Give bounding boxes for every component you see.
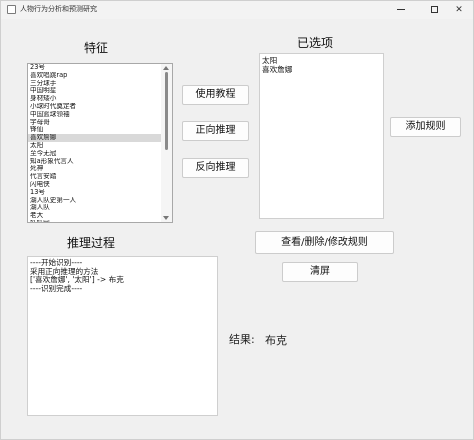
- result-label: 结果:: [229, 333, 255, 346]
- feature-list-item[interactable]: 中国明星: [30, 87, 57, 95]
- scroll-thumb[interactable]: [165, 72, 168, 150]
- feature-list-item[interactable]: 湖人队: [30, 204, 50, 212]
- feature-list-item[interactable]: 13号: [30, 188, 45, 196]
- minimize-icon: [397, 9, 405, 10]
- scroll-up-arrow-icon[interactable]: [163, 66, 169, 70]
- close-button[interactable]: ✕: [443, 1, 474, 19]
- clear-screen-button[interactable]: 清屏: [282, 262, 358, 282]
- feature-list-item[interactable]: 宇母哥: [30, 118, 50, 126]
- feature-list-item[interactable]: 喜欢詹娜: [28, 134, 162, 142]
- feature-list-item[interactable]: 喜欢唱跳rap: [30, 71, 68, 79]
- feature-list-item[interactable]: 身材矮小: [30, 95, 57, 103]
- maximize-button[interactable]: [418, 1, 450, 19]
- minimize-button[interactable]: [385, 1, 417, 19]
- feature-list-item[interactable]: 三分球手: [30, 79, 57, 87]
- process-line: ----识别完成----: [30, 283, 83, 293]
- feature-list-item[interactable]: 锋仙: [30, 126, 44, 134]
- feature-list-item[interactable]: 老大: [30, 212, 44, 220]
- features-title: 特征: [84, 41, 109, 55]
- features-scrollbar[interactable]: [161, 64, 172, 222]
- process-line: 采用正向推理的方法: [30, 266, 99, 276]
- backward-reasoning-button[interactable]: 反向推理: [182, 158, 249, 178]
- maximize-icon: [430, 6, 438, 13]
- process-line: ----开始识别----: [30, 258, 83, 267]
- selected-items-box[interactable]: 太阳喜欢詹娜: [259, 53, 384, 219]
- result-value: 布克: [265, 334, 287, 347]
- feature-list-item[interactable]: 湖人队史第一人: [30, 196, 77, 204]
- forward-reasoning-button[interactable]: 正向推理: [182, 121, 249, 141]
- reasoning-process-box[interactable]: ----开始识别----采用正向推理的方法['喜欢詹娜', '太阳'] -> 布…: [27, 256, 218, 416]
- close-icon: ✕: [455, 5, 463, 15]
- process-line: ['喜欢詹娜', '太阳'] -> 布克: [30, 275, 124, 285]
- add-rule-button[interactable]: 添加规则: [390, 117, 461, 137]
- feature-list-item[interactable]: 23号: [30, 64, 45, 71]
- feature-list-item[interactable]: 死神: [30, 165, 44, 173]
- selected-item: 喜欢詹娜: [262, 65, 293, 74]
- selected-item: 太阳: [262, 56, 278, 65]
- feature-list-item[interactable]: 闪电侠: [30, 180, 50, 188]
- feature-list-item[interactable]: 太阳: [30, 141, 44, 149]
- feature-list-item[interactable]: 知a形象代言人: [30, 157, 74, 165]
- feature-list-item[interactable]: 妖妖网: [28, 220, 162, 222]
- feature-list-item[interactable]: 中国篮球领袖: [30, 110, 70, 118]
- title-bar[interactable]: 人物行为分析和预测研究 ✕: [1, 1, 473, 19]
- process-title: 推理过程: [67, 236, 116, 250]
- window-title: 人物行为分析和预测研究: [20, 5, 97, 13]
- feature-list-item[interactable]: 小球时代奠定者: [30, 102, 77, 110]
- tutorial-button[interactable]: 使用教程: [182, 85, 249, 105]
- scroll-down-arrow-icon[interactable]: [163, 216, 169, 220]
- feature-list-item[interactable]: 代言安踏: [30, 173, 57, 181]
- feature-list-item[interactable]: 至今无冠: [30, 149, 57, 157]
- view-edit-rules-button[interactable]: 查看/删除/修改规则: [255, 231, 394, 254]
- selected-title: 已选项: [297, 36, 334, 50]
- app-icon: [7, 5, 16, 14]
